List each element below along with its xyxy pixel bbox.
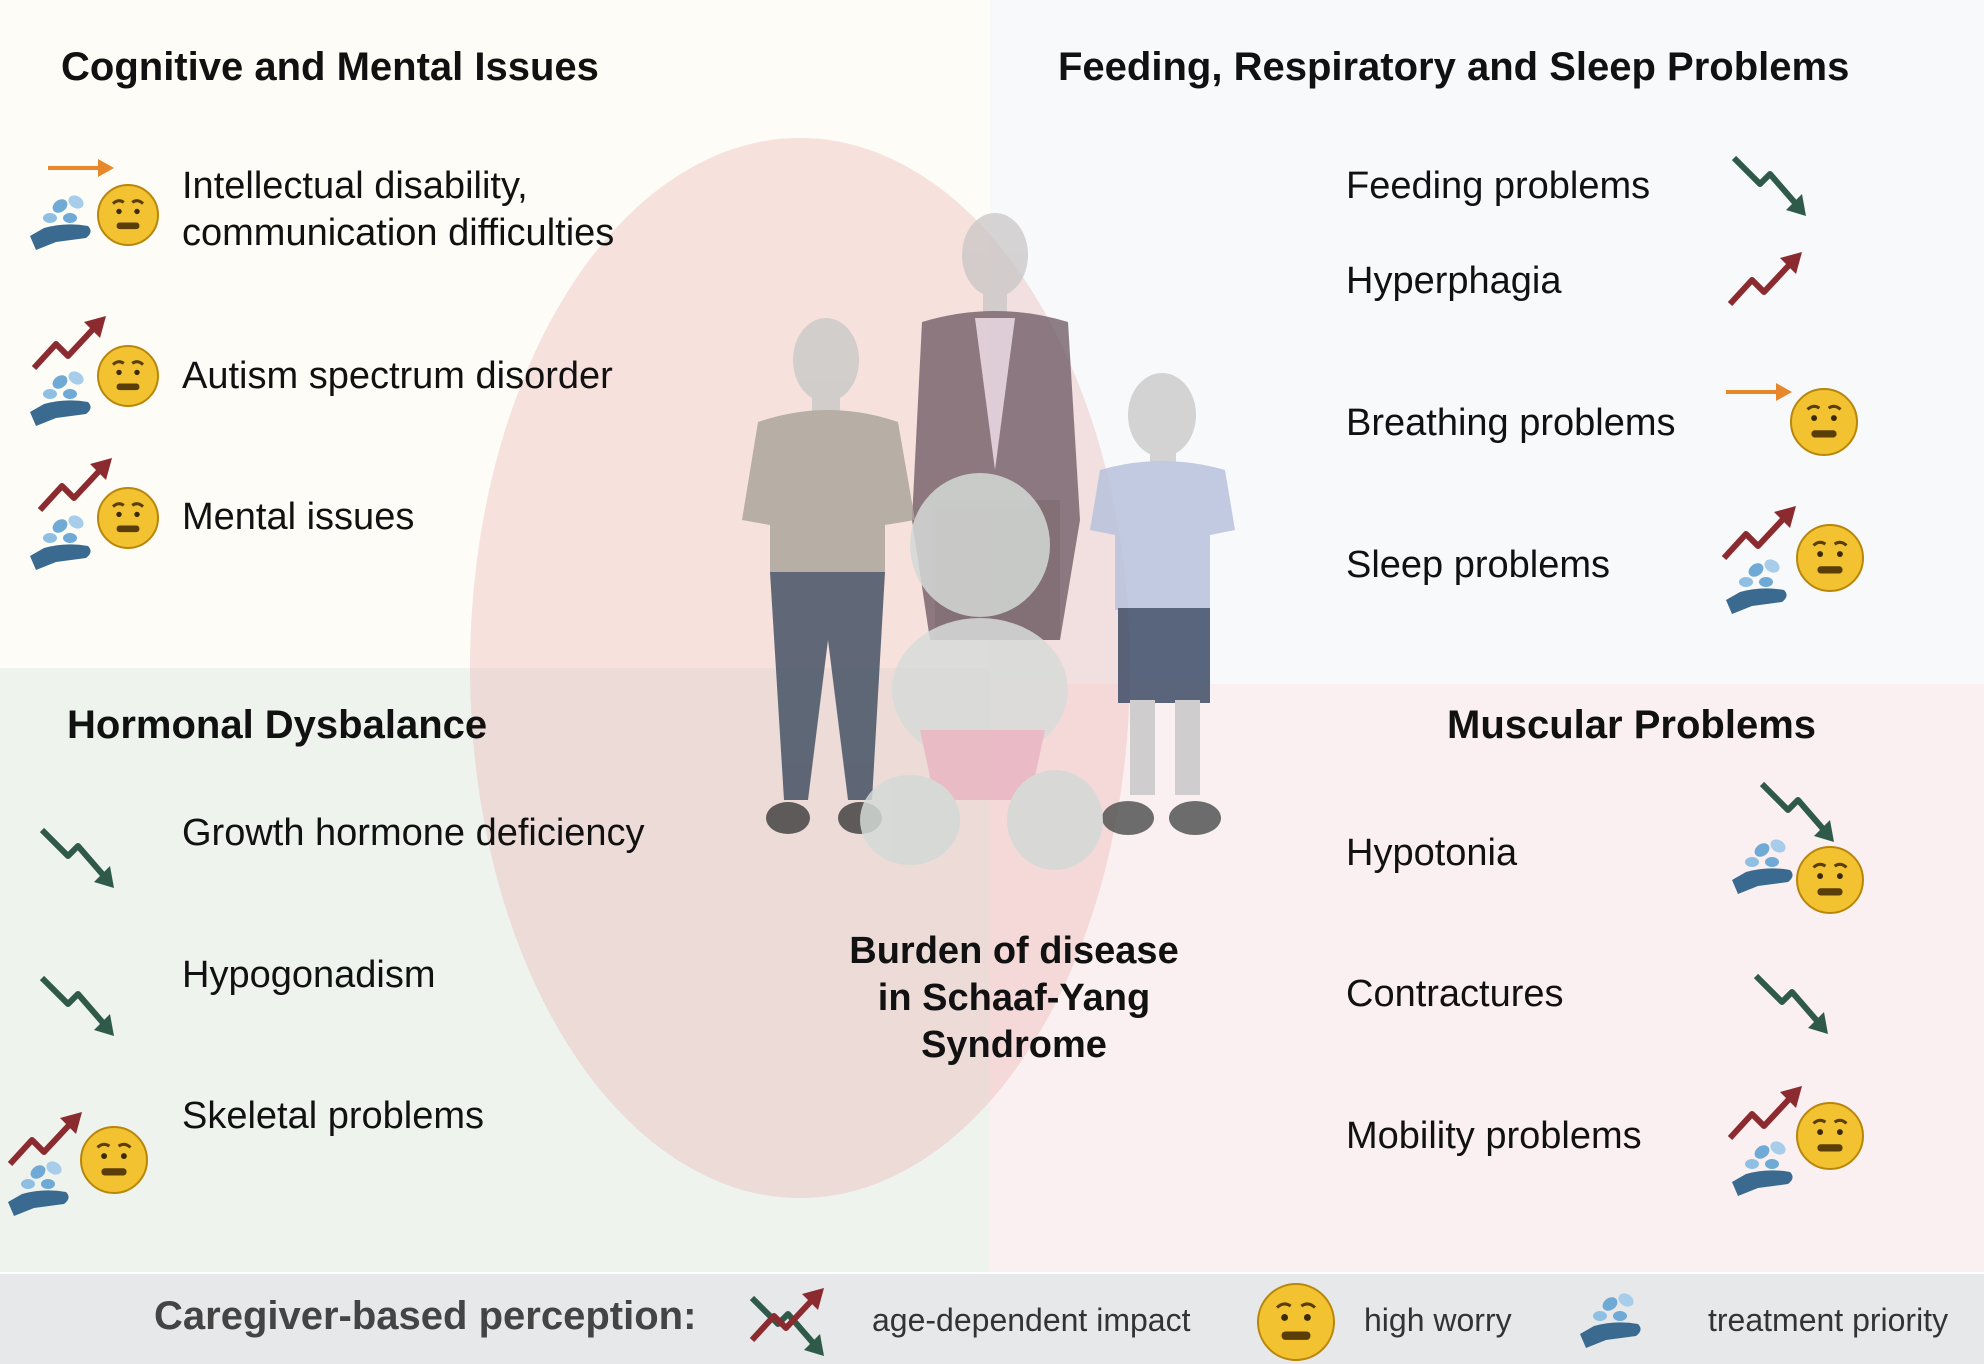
cognitive-heading: Cognitive and Mental Issues [61, 45, 599, 89]
muscular-quadrant [990, 684, 1984, 1272]
legend-high-worry-label: high worry [1364, 1302, 1512, 1338]
item-hypotonia-icons [1732, 781, 1864, 914]
item-autism-icons [30, 316, 159, 426]
item-line: communication difficulties [182, 212, 615, 254]
item-breathing-problems: Breathing problems [1346, 402, 1676, 444]
item-mental-issues: Mental issues [182, 496, 415, 538]
item-sleep-icons [1721, 506, 1864, 614]
item-skeletal-problems: Skeletal problems [182, 1095, 485, 1137]
legend-bar [0, 1274, 1984, 1364]
item-skeletal-icons [7, 1112, 148, 1216]
item-hyperphagia: Hyperphagia [1346, 260, 1562, 302]
item-hypogonadism: Hypogonadism [182, 954, 436, 996]
item-mental-icons [30, 458, 159, 570]
hormonal-heading: Hormonal Dysbalance [67, 703, 488, 747]
item-growth-hormone: Growth hormone deficiency [182, 812, 645, 854]
center-title: Burden of disease in Schaaf-Yang Syndrom… [800, 928, 1228, 1069]
item-mobility-icons [1727, 1086, 1864, 1196]
item-hypotonia: Hypotonia [1346, 832, 1518, 874]
legend-age-dependent-icon [749, 1288, 824, 1356]
item-intellectual-icons [30, 159, 159, 250]
legend-title: Caregiver-based perception: [154, 1294, 697, 1338]
legend-treatment-priority-label: treatment priority [1708, 1302, 1949, 1338]
legend-age-dependent-label: age-dependent impact [872, 1302, 1191, 1338]
item-hypogonadism-icons [39, 975, 114, 1036]
item-sleep-problems: Sleep problems [1346, 544, 1611, 586]
item-feeding-problems: Feeding problems [1346, 165, 1651, 207]
item-contractures-icons [1753, 973, 1828, 1034]
item-feeding-icons [1731, 155, 1806, 216]
item-line: Intellectual disability, [182, 165, 528, 207]
center-title-line: Burden of disease [849, 930, 1179, 972]
baby-figure [860, 473, 1103, 870]
item-contractures: Contractures [1346, 973, 1564, 1015]
item-autism: Autism spectrum disorder [182, 355, 613, 397]
legend-worry-icon [1257, 1283, 1335, 1361]
item-intellectual-disability: Intellectual disability, communication d… [182, 163, 614, 257]
boy-figure [1090, 373, 1235, 835]
hormonal-quadrant [0, 668, 990, 1272]
center-title-line: in Schaaf-Yang [877, 977, 1151, 1019]
legend-treatment-icon [1580, 1293, 1641, 1348]
item-hyperphagia-icons [1727, 252, 1802, 307]
feeding-heading: Feeding, Respiratory and Sleep Problems [1058, 45, 1850, 89]
item-growth-hormone-icons [39, 827, 114, 888]
item-breathing-icons [1726, 383, 1858, 456]
center-title-line: Syndrome [921, 1024, 1107, 1066]
item-mobility-problems: Mobility problems [1346, 1115, 1642, 1157]
muscular-heading: Muscular Problems [1447, 703, 1817, 747]
